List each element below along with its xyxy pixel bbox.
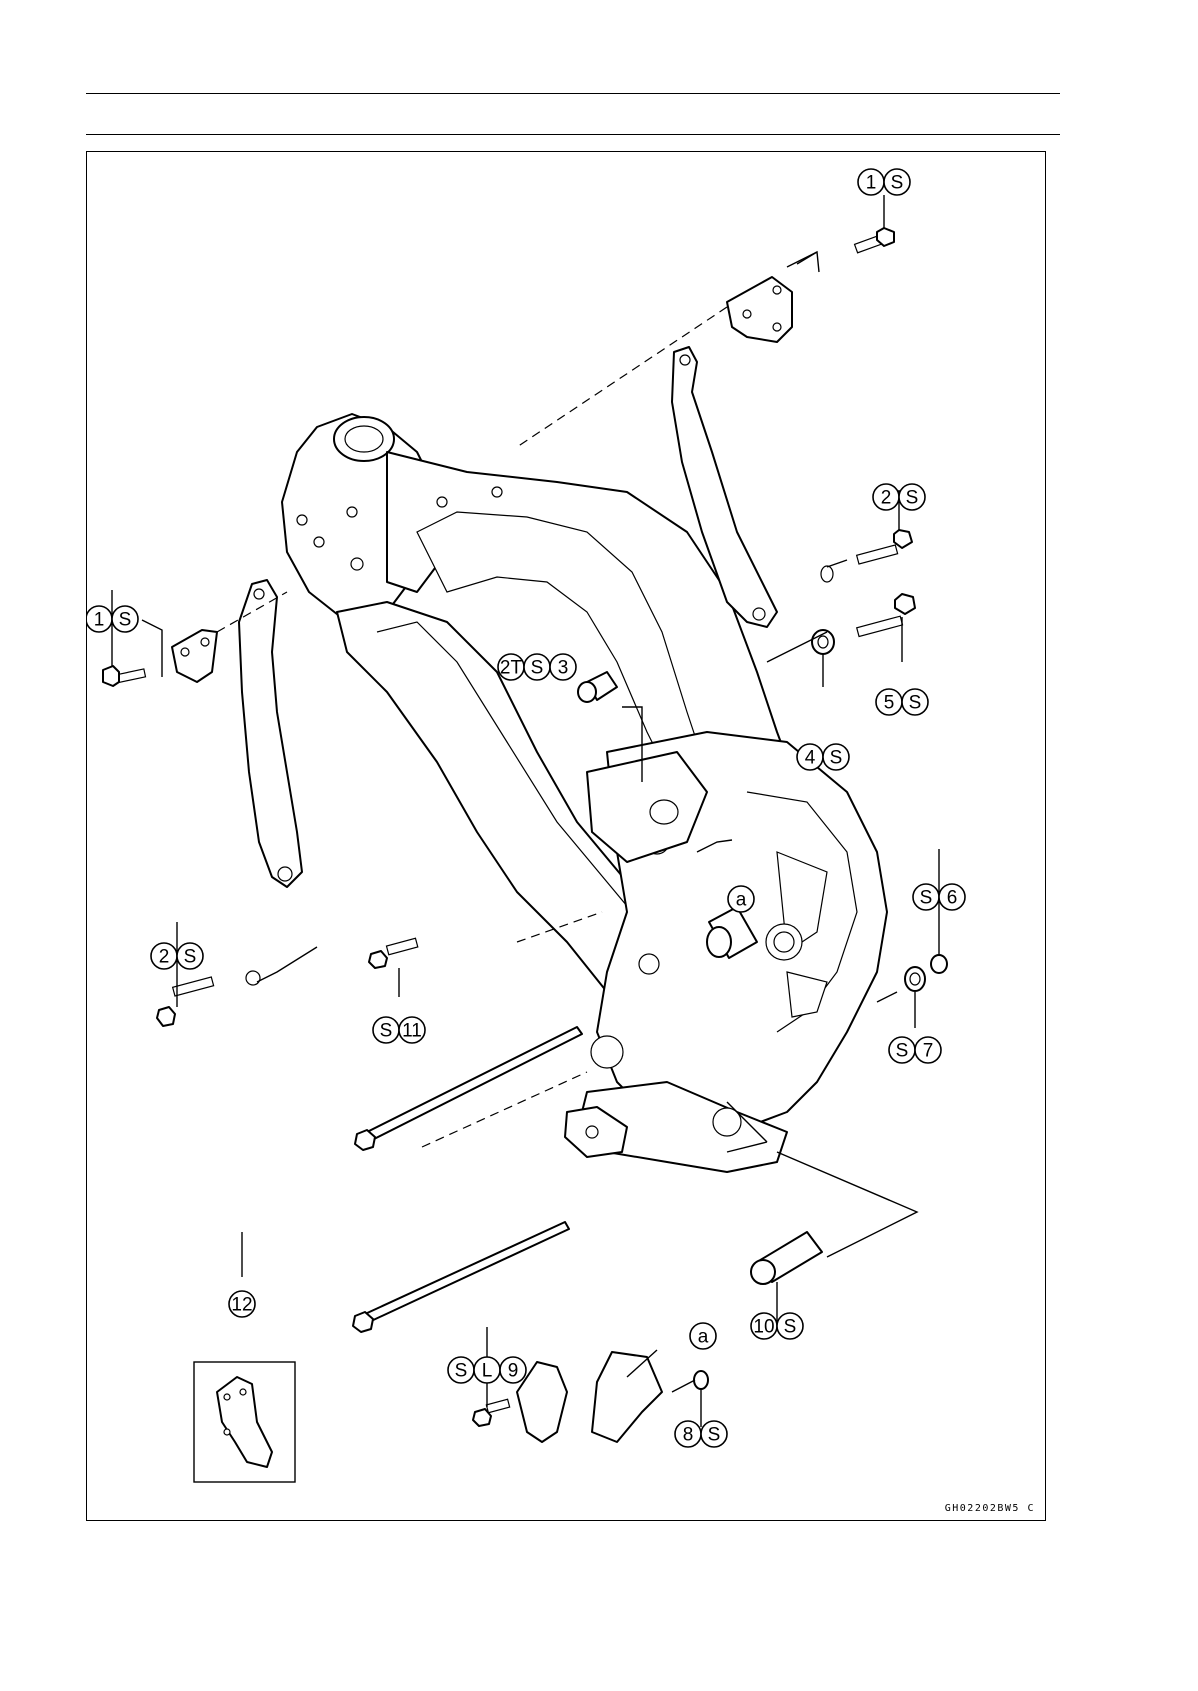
- nut-8: [694, 1371, 708, 1389]
- header-rule-bottom: [86, 134, 1060, 135]
- inset-bracket-12: [194, 1362, 295, 1482]
- callout-text: 9: [508, 1361, 519, 1382]
- callout-text: 2: [159, 947, 170, 968]
- callout-text: 3: [558, 658, 569, 679]
- callout-text: 7: [923, 1041, 934, 1062]
- bolt-1-upper: [855, 228, 894, 253]
- bolt-11: [369, 938, 418, 968]
- callout-c7: a: [728, 886, 754, 912]
- through-bolt-upper: [355, 1027, 582, 1150]
- main-frame-body: [282, 414, 887, 1172]
- nut-6: [931, 955, 947, 973]
- callout-text: 11: [402, 1021, 422, 1042]
- bolt-9: [473, 1399, 510, 1426]
- callout-text: S: [891, 173, 904, 194]
- callout-text: S: [708, 1425, 721, 1446]
- callout-text: S: [119, 610, 132, 631]
- callout-text: 5: [884, 693, 895, 714]
- callout-text: 6: [947, 888, 958, 909]
- bolt-2-right: [821, 530, 912, 582]
- callout-text: S: [380, 1021, 393, 1042]
- callout-text: S: [909, 693, 922, 714]
- callout-text: 12: [231, 1295, 252, 1316]
- callout-text: a: [736, 890, 747, 911]
- callout-text: 4: [805, 748, 816, 769]
- callout-text: L: [482, 1361, 493, 1382]
- callout-c12: 12: [229, 1291, 255, 1317]
- callout-text: 1: [94, 610, 105, 631]
- nut-7: [905, 967, 925, 991]
- callout-text: 1: [866, 173, 877, 194]
- bolt-2-left: [157, 971, 260, 1026]
- figure-code: GH02202BW5 C: [945, 1503, 1035, 1514]
- callout-text: S: [830, 748, 843, 769]
- lower-bracket-right: [592, 1352, 662, 1442]
- callout-text: S: [896, 1041, 909, 1062]
- callout-c10: S 11: [373, 1017, 425, 1043]
- callout-text: S: [906, 488, 919, 509]
- bush-3: [578, 672, 617, 702]
- callout-text: S: [184, 947, 197, 968]
- through-bolt-lower: [353, 1222, 569, 1332]
- callout-text: S: [455, 1361, 468, 1382]
- callout-text: 10: [753, 1317, 774, 1338]
- callout-text: S: [920, 888, 933, 909]
- callout-text: 8: [683, 1425, 694, 1446]
- callout-text: a: [698, 1327, 709, 1348]
- bolt-5: [857, 594, 915, 637]
- header-rule-top: [86, 93, 1060, 94]
- callout-c14: a: [690, 1323, 716, 1349]
- callout-text: S: [784, 1317, 797, 1338]
- bolt-1-left: [103, 666, 146, 686]
- callout-text: 2: [881, 488, 892, 509]
- left-upper-bracket: [172, 580, 302, 887]
- pivot-shaft-10: [751, 1232, 822, 1284]
- callout-text: S: [531, 658, 544, 679]
- callout-text: 2T: [500, 658, 523, 679]
